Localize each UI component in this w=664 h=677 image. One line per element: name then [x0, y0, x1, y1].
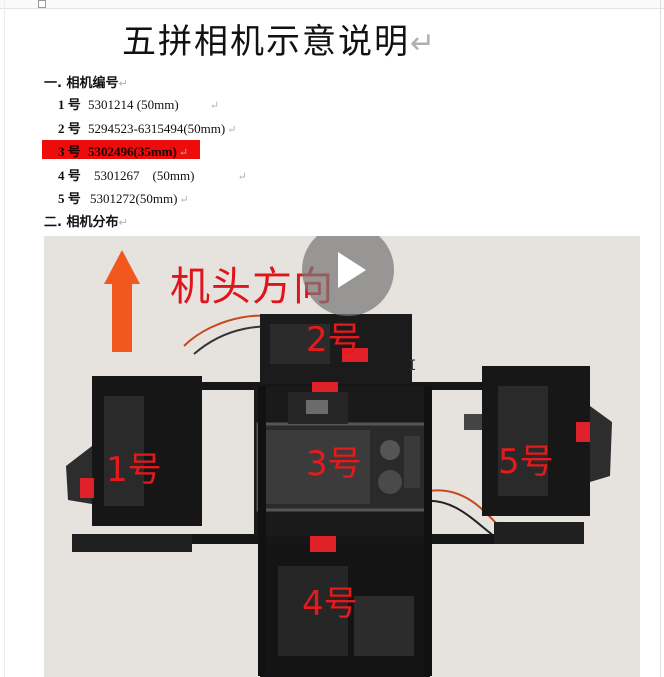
section-heading-text: 一. 相机编号 — [44, 76, 119, 91]
camera-model: 5302496(35mm) — [88, 144, 177, 159]
top-ruler — [0, 0, 664, 9]
camera-1-body — [66, 376, 202, 552]
camera-model: 5301272(50mm) — [90, 191, 178, 206]
camera-model: 5301214 (50mm) — [88, 97, 179, 112]
title-text: 五拼相机示意说明 — [122, 22, 410, 62]
paragraph-mark-icon: ↵ — [410, 26, 438, 61]
camera-3-body — [254, 382, 430, 536]
camera-line-3: 3 号 5302496(35mm)↵ — [58, 141, 188, 160]
page-right-edge — [660, 0, 664, 677]
camera-model: 5301267 (50mm) — [94, 168, 195, 183]
text-highlight — [42, 140, 200, 159]
ruler-indent-marker[interactable] — [38, 0, 46, 8]
camera-line-4: 4 号 5301267 (50mm) ↵ — [58, 165, 247, 184]
camera-rig-illustration — [44, 236, 640, 677]
page-left-edge — [0, 0, 5, 677]
paragraph-mark-icon: ↵ — [237, 171, 247, 183]
camera-tag-4: 4号 — [302, 584, 358, 624]
text-cursor-icon: I — [408, 358, 417, 374]
camera-model: 5294523-6315494(50mm) — [88, 121, 226, 136]
direction-arrow-icon — [104, 250, 140, 352]
camera-tag-1: 1号 — [106, 450, 162, 490]
camera-line-1: 1 号 5301214 (50mm) ↵ — [58, 94, 219, 113]
section-heading-camera-layout: 二. 相机分布↵ — [44, 211, 128, 230]
paragraph-mark-icon: ↵ — [118, 77, 128, 90]
paragraph-mark-icon: ↵ — [178, 147, 189, 159]
camera-hao: 号 — [67, 191, 81, 206]
play-icon[interactable] — [302, 236, 394, 316]
paragraph-mark-icon: ↵ — [209, 100, 220, 112]
camera-number: 4 — [58, 168, 65, 183]
camera-line-5: 5 号 5301272(50mm)↵ — [58, 188, 189, 207]
camera-tag-2: 2号 — [306, 320, 362, 360]
camera-5-body — [464, 366, 612, 544]
camera-hao: 号 — [67, 168, 81, 183]
camera-hao: 号 — [67, 144, 81, 159]
document-title: 五拼相机示意说明↵ — [122, 14, 437, 63]
camera-rig-photo[interactable]: 机头方向 2号 1号 3号 5号 4号 I — [44, 236, 640, 677]
camera-hao: 号 — [67, 97, 81, 112]
camera-number: 3 — [58, 144, 65, 159]
paragraph-mark-icon: ↵ — [118, 216, 128, 229]
camera-line-2: 2 号 5294523-6315494(50mm)↵ — [58, 118, 236, 137]
camera-number: 2 — [58, 121, 65, 136]
section-heading-text: 二. 相机分布 — [44, 215, 119, 230]
camera-4-body — [260, 536, 430, 677]
camera-tag-3: 3号 — [306, 444, 362, 484]
paragraph-mark-icon: ↵ — [179, 194, 189, 206]
camera-number: 1 — [58, 97, 65, 112]
camera-hao: 号 — [67, 121, 81, 136]
paragraph-mark-icon: ↵ — [227, 124, 237, 136]
camera-tag-5: 5号 — [498, 442, 554, 482]
camera-number: 5 — [58, 191, 65, 206]
section-heading-camera-numbers: 一. 相机编号↵ — [44, 72, 128, 91]
